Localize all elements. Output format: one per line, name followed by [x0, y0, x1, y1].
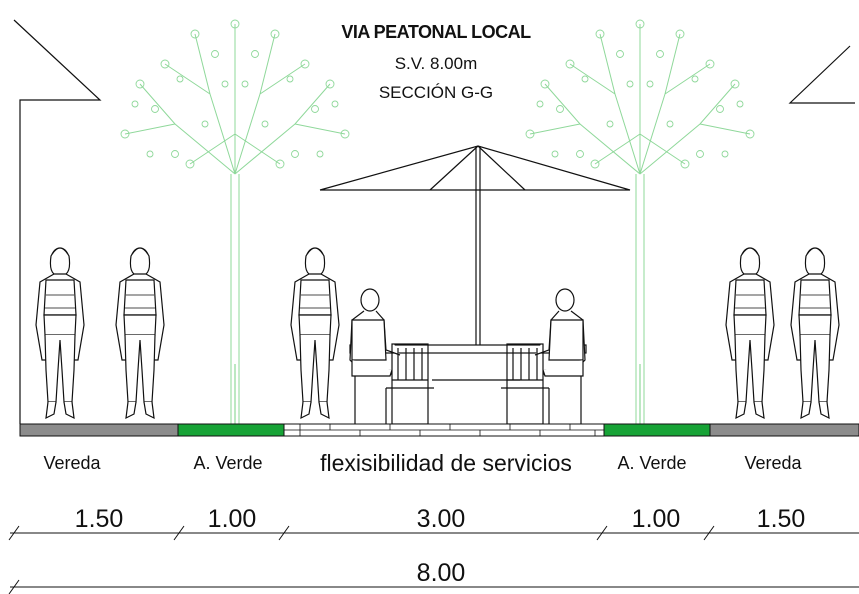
umbrella [319, 145, 631, 345]
zone-label-vereda-right: Vereda [744, 453, 802, 473]
building-left [13, 19, 102, 424]
pedestrian-5 [790, 247, 840, 419]
zone-label-servicios: flexisibilidad de servicios [320, 450, 572, 476]
dimension-total: 8.00 [416, 559, 466, 587]
pedestrian-1 [35, 247, 85, 419]
pedestrian-2 [115, 247, 165, 419]
seated-person-left [349, 288, 435, 425]
title-section-id: SECCIÓN G-G [378, 83, 494, 102]
ground-strip [19, 423, 859, 437]
dimension-lines [8, 525, 859, 594]
title-street-name: VIA PEATONAL LOCAL [341, 22, 531, 42]
pedestrian-4 [725, 247, 775, 419]
dimension-verde-left: 1.00 [207, 505, 257, 533]
zone-label-verde-right: A. Verde [617, 453, 687, 473]
zone-label-vereda-left: Vereda [43, 453, 101, 473]
dimension-vereda-left: 1.50 [74, 505, 124, 533]
dimension-servicios: 3.00 [416, 505, 466, 533]
zone-label-verde-left: A. Verde [193, 453, 263, 473]
dimension-vereda-right: 1.50 [756, 505, 806, 533]
building-right [788, 45, 855, 104]
seated-person-right [500, 288, 586, 425]
title-section-width: S.V. 8.00m [394, 54, 478, 73]
tree-left [120, 19, 350, 425]
dimension-verde-right: 1.00 [631, 505, 681, 533]
pedestrian-3 [290, 247, 340, 419]
